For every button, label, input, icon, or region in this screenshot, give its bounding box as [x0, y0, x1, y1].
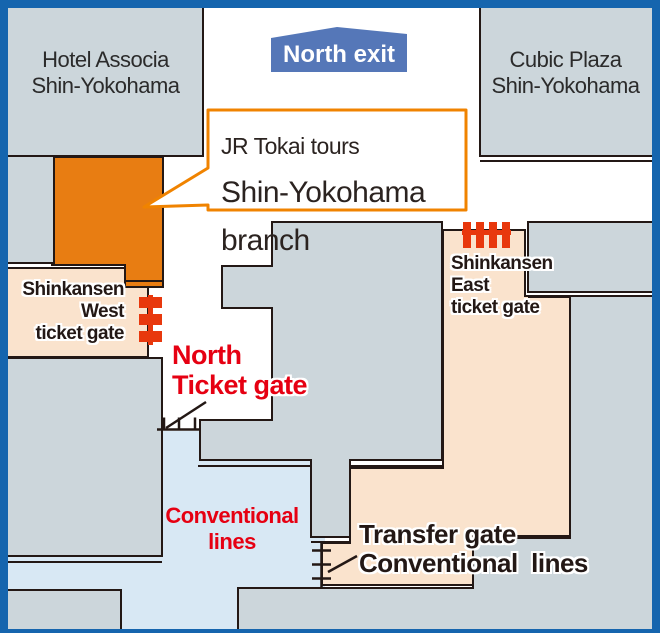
cubic-plaza-label: Cubic Plaza Shin-Yokohama [491, 47, 640, 98]
lower-left-building [0, 357, 163, 557]
shinkansen-west-gate-label: Shinkansen West ticket gate [22, 279, 124, 344]
transfer-gate-icon [312, 542, 331, 589]
conventional-lines-label: Conventional lines [165, 503, 299, 554]
north-exit-label: North exit [282, 41, 395, 68]
right-lower-building [237, 295, 660, 633]
jr-tokai-line2: Shin-Yokohama [221, 176, 426, 209]
jr-tokai-line1: JR Tokai tours [221, 133, 360, 159]
hotel-associa-building [0, 0, 204, 157]
north-ticket-gate-label: North Ticket gate [172, 340, 308, 400]
central-station-building [199, 221, 443, 538]
transfer-gate-pointer-line [327, 554, 358, 574]
east-ticket-gate-icon [462, 222, 511, 248]
north-exit-banner [271, 27, 407, 72]
transfer-gate-label: Transfer gate Conventional lines [359, 519, 588, 578]
shinkansen-east-gate-label: Shinkansen East ticket gate [451, 253, 553, 318]
jr-tokai-line3: branch [221, 224, 310, 257]
right-upper-building [527, 221, 660, 293]
jr-tokai-callout-text: JR Tokai tours Shin-Yokohama branch [221, 115, 461, 274]
bottom-left-building [0, 589, 122, 633]
cubic-plaza-building [479, 0, 660, 157]
hotel-associa-label: Hotel Associa Shin-Yokohama [31, 47, 180, 98]
left-annex-building [0, 155, 55, 264]
callout-bubble [142, 108, 468, 212]
north-gate-pointer-line [165, 400, 207, 430]
west-ticket-gate-icon [139, 295, 162, 345]
